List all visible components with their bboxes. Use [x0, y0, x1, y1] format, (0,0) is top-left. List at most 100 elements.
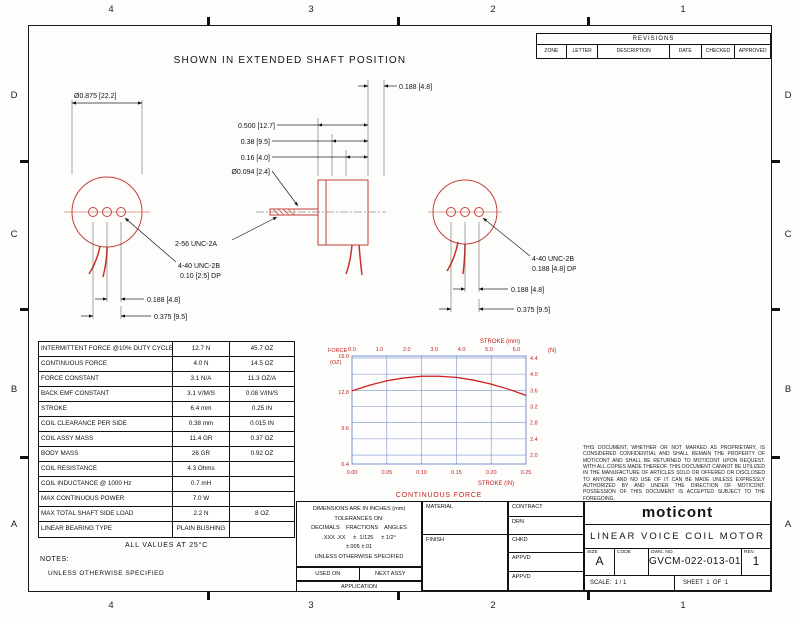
- spec-value: [230, 477, 294, 492]
- chart-tick-right: 2.8: [530, 421, 538, 427]
- zone-row-D: D: [10, 90, 18, 101]
- spec-value: 6.4 mm: [173, 402, 230, 417]
- dwg-no-cell: DWG. NO. GVCM-022-013-01: [649, 549, 742, 575]
- size-cell: SIZE A: [585, 549, 615, 575]
- spec-value: PLAIN BUSHING: [173, 522, 230, 537]
- zone-col-2: 2: [490, 4, 496, 15]
- spec-value: 0.37 OZ: [230, 432, 294, 447]
- spec-parameter: CONTINUOUS FORCE: [39, 357, 173, 372]
- chart-tick-bottom: 0.20: [486, 470, 497, 476]
- mount-hole: [460, 207, 470, 217]
- spec-parameter: BACK EMF CONSTANT: [39, 387, 173, 402]
- code-label: CODE: [617, 550, 631, 555]
- tolerance-line: ±.005 ±.01: [345, 544, 373, 551]
- zone-tick: [771, 456, 780, 459]
- chart-title: CONTINUOUS FORCE: [396, 492, 482, 499]
- material-label: MATERIAL: [423, 502, 507, 535]
- lead-wire: [446, 241, 459, 272]
- spec-value: 8 OZ: [230, 507, 294, 522]
- sign-row-appvd: APPVD: [512, 573, 531, 580]
- mount-hole: [116, 207, 126, 217]
- tolerance-line: DECIMALS FRACTIONS ANGLES: [311, 525, 407, 532]
- rev-label: REV.: [744, 550, 755, 555]
- chart-tick-right: 4.4: [530, 356, 538, 362]
- chart-tick-top: 3.0: [430, 347, 438, 353]
- dwg-no-value: GVCM-022-013-01: [649, 556, 741, 567]
- spec-value: 3.1 V/M/S: [173, 387, 230, 402]
- chart-tick-bottom: 0.00: [347, 470, 358, 476]
- spec-value: 0.7 mH: [173, 477, 230, 492]
- zone-tick: [587, 591, 590, 600]
- zone-tick: [207, 591, 210, 600]
- dim-shaft-ext: 0.188 [4.8]: [399, 84, 432, 91]
- dim-thread-left-depth: 0.10 [2.5] DP: [180, 273, 221, 280]
- chart-tick-bottom: 0.10: [416, 470, 427, 476]
- dwg-no-label: DWG. NO.: [651, 550, 674, 555]
- spec-parameter: COIL RESISTANCE: [39, 462, 173, 477]
- spec-value: 4.0 N: [173, 357, 230, 372]
- dim-dia-body: Ø0.875 [22.2]: [74, 93, 116, 100]
- scale-value: SCALE: 1 / 1: [585, 576, 675, 590]
- dim-thread-shaft: 2-56 UNC-2A: [175, 241, 217, 248]
- chart-tick-top: 5.0: [485, 347, 493, 353]
- chart-tick-left: 12.8: [338, 390, 349, 396]
- notes-title: NOTES:: [40, 556, 70, 563]
- zone-col-4: 4: [108, 600, 114, 611]
- spec-value: 0.25 IN: [230, 402, 294, 417]
- zone-tick: [20, 160, 29, 163]
- sign-row-chkd: CHKD: [509, 535, 583, 554]
- chart-tick-bottom: 0.05: [381, 470, 392, 476]
- view-caption: SHOWN IN EXTENDED SHAFT POSITION: [173, 55, 407, 66]
- spec-parameter: COIL INDUCTANCE @ 1000 Hz: [39, 477, 173, 492]
- chart-tick-top: 4.0: [458, 347, 466, 353]
- mount-hole: [446, 207, 456, 217]
- chart-tick-bottom: 0.15: [451, 470, 462, 476]
- chart-tick-top: 6.0: [513, 347, 521, 353]
- chart-tick-right: 2.4: [530, 437, 538, 443]
- chart-tick-top: 2.0: [403, 347, 411, 353]
- code-cell: CODE: [615, 549, 649, 575]
- spec-value: 14.5 OZ: [230, 357, 294, 372]
- zone-row-C: C: [10, 229, 18, 240]
- spec-value: 11.4 GR: [173, 432, 230, 447]
- spec-value: 26 GR: [173, 447, 230, 462]
- chart-tick-left: 6.4: [341, 462, 349, 468]
- revisions-col-letter: LETTER: [567, 45, 599, 58]
- spec-value: 7.0 W: [173, 492, 230, 507]
- dim-thread-left: 4-40 UNC-2B: [178, 263, 220, 270]
- dimensions: Ø0.875 [22.2] 0.188 [4.8] 0.500 [12.7] 0…: [71, 80, 576, 321]
- mount-hole: [102, 207, 112, 217]
- revisions-col-zone: ZONE: [537, 45, 567, 58]
- dim-left-hole-span: 0.375 [9.5]: [154, 314, 187, 321]
- used-on-cell: USED ON: [297, 568, 360, 580]
- spec-value: 4.3 Ohms: [173, 462, 230, 477]
- zone-col-3: 3: [308, 4, 314, 15]
- spec-value: [230, 462, 294, 477]
- size-value: A: [595, 554, 604, 568]
- notes-line: UNLESS OTHERWISE SPECIFIED: [48, 570, 165, 577]
- sign-row-drn: DRN: [509, 517, 583, 536]
- spec-parameter: COIL ASSY MASS: [39, 432, 173, 447]
- chart-top-axis-label: STROKE (mm): [480, 339, 520, 345]
- dim-body-length: 0.500 [12.7]: [238, 123, 275, 130]
- used-on-row: USED ON NEXT ASSY: [296, 567, 422, 581]
- size-label: SIZE: [587, 550, 598, 555]
- dim-thread-right: 4-40 UNC-2B: [532, 256, 574, 263]
- chart-tick-right: 2.0: [530, 453, 538, 459]
- spec-value: 0.92 OZ: [230, 447, 294, 462]
- revisions-col-description: DESCRIPTION: [598, 45, 670, 58]
- chart-tick-right: 4.0: [530, 372, 538, 378]
- dim-dia-shaft: Ø0.094 [2.4]: [231, 169, 270, 176]
- spec-value: 2.2 N: [173, 507, 230, 522]
- scale-row: SCALE: 1 / 1 SHEET 1 OF 1: [585, 575, 770, 590]
